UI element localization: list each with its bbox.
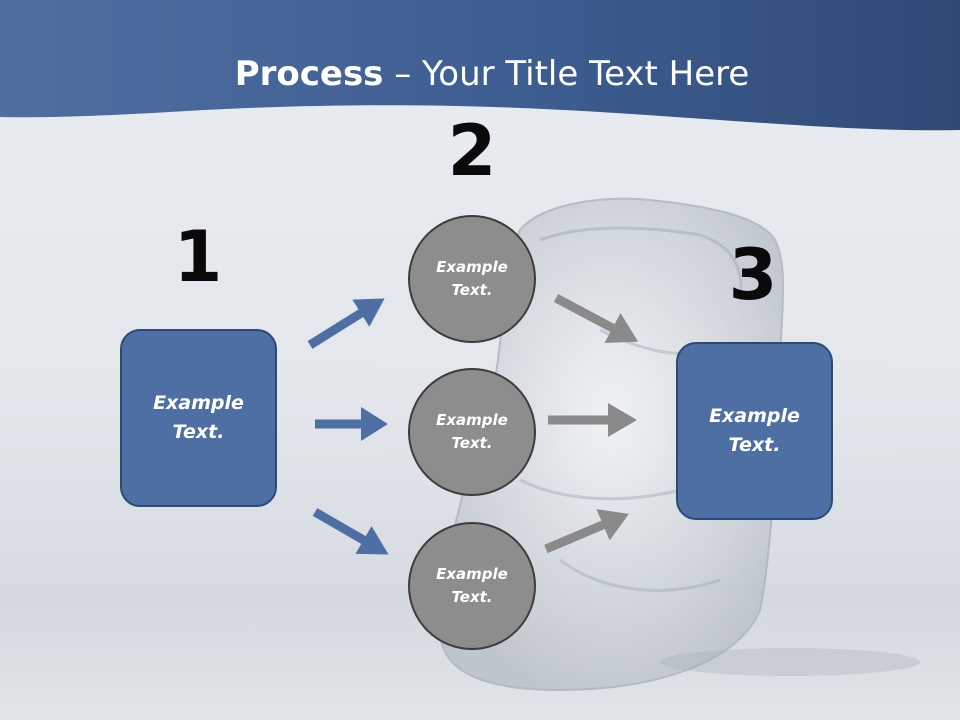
- circle-middle-line2: Text.: [451, 434, 493, 452]
- circle-bottom: Example Text.: [408, 522, 536, 650]
- title-bold: Process: [234, 54, 384, 94]
- circle-top-label: Example Text.: [422, 256, 522, 302]
- source-box: Example Text.: [120, 329, 277, 507]
- arrow-gray-up-right: [544, 509, 629, 554]
- target-box-line2: Text.: [728, 434, 781, 456]
- blue-arrows: [307, 298, 389, 555]
- source-box-label: Example Text.: [149, 389, 249, 447]
- arrow-down-right: [312, 508, 389, 555]
- circle-bottom-line2: Text.: [451, 588, 493, 606]
- source-box-line2: Text.: [172, 421, 225, 443]
- circle-top: Example Text.: [408, 215, 536, 343]
- circle-top-line1: Example: [436, 258, 508, 276]
- target-box-label: Example Text.: [705, 402, 805, 460]
- circle-middle-label: Example Text.: [422, 409, 522, 455]
- arrow-right: [315, 407, 388, 441]
- slide-title: Process – Your Title Text Here: [0, 52, 960, 96]
- target-box-line1: Example: [709, 405, 800, 427]
- target-box: Example Text.: [676, 342, 833, 520]
- arrow-gray-down-right: [553, 294, 639, 344]
- circle-top-line2: Text.: [451, 281, 493, 299]
- circle-bottom-line1: Example: [436, 565, 508, 583]
- step-number-2: 2: [447, 110, 497, 192]
- step-number-1: 1: [173, 216, 223, 298]
- source-box-line1: Example: [153, 392, 244, 414]
- arrow-gray-right: [548, 403, 637, 437]
- step-number-3: 3: [728, 234, 778, 316]
- circle-middle: Example Text.: [408, 368, 536, 496]
- gray-arrows: [544, 294, 639, 554]
- circle-middle-line1: Example: [436, 411, 508, 429]
- arrow-up-right: [307, 298, 385, 349]
- header-wave: [0, 0, 960, 131]
- title-rest: – Your Title Text Here: [383, 54, 750, 94]
- circle-bottom-label: Example Text.: [422, 563, 522, 609]
